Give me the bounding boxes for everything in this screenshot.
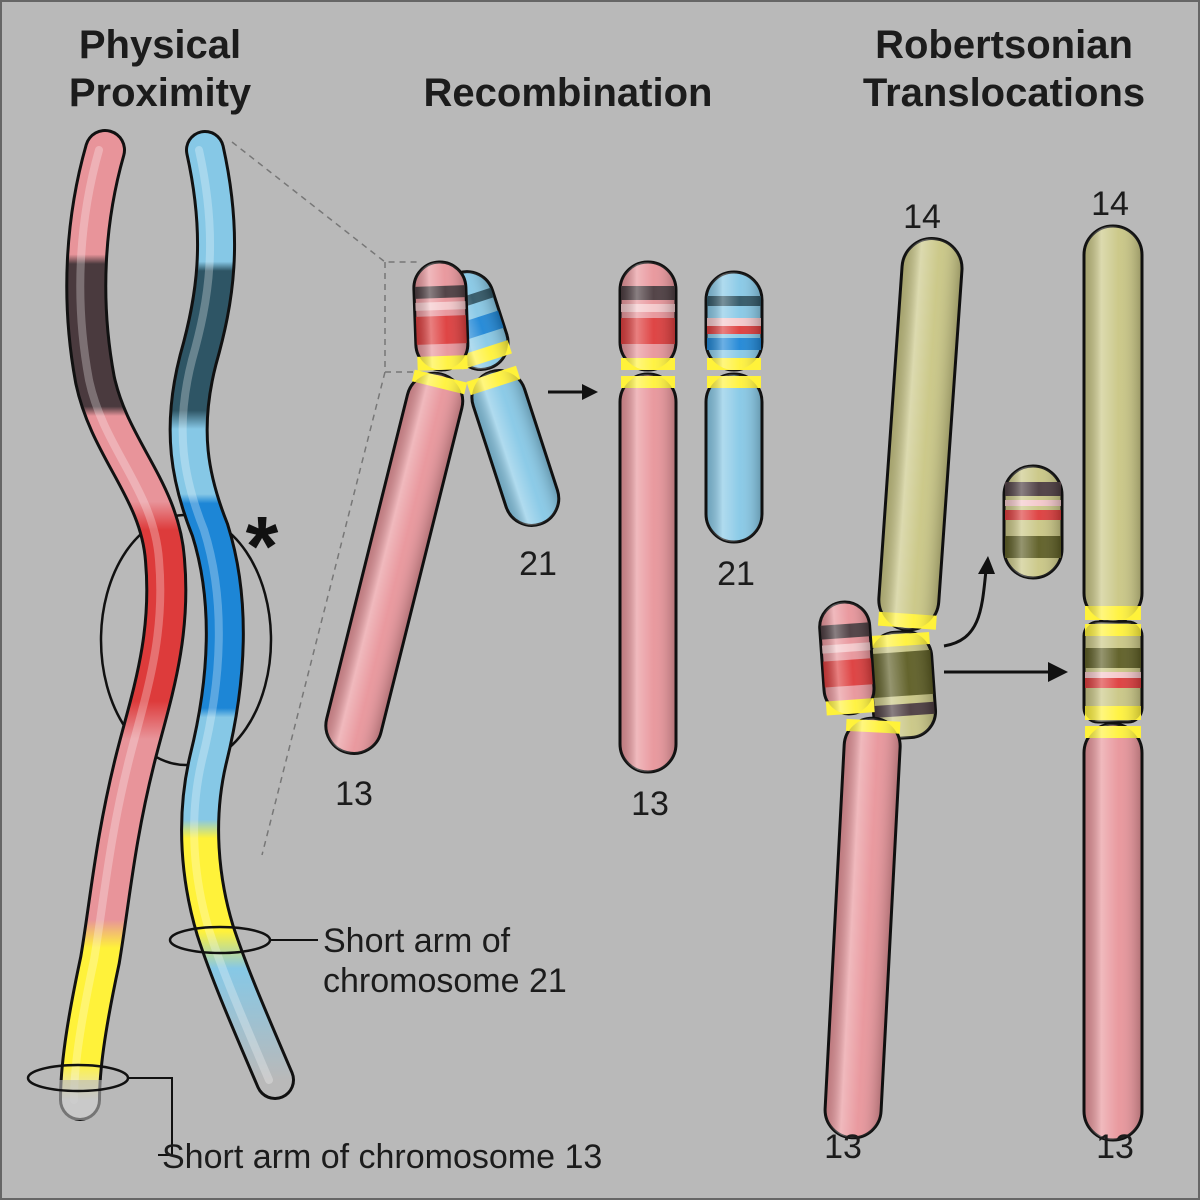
- robertsonian-fused-chromosome: [1082, 224, 1144, 1142]
- chromosome-21-after: [704, 270, 764, 544]
- chromosome-21-strand: [168, 130, 295, 1100]
- callout-leader-chr13: [128, 1077, 173, 1156]
- heading-robertsonian-line2: Translocations: [863, 71, 1145, 115]
- heading-physical-line1: Physical: [79, 23, 241, 67]
- label-chr14-before: 14: [903, 198, 941, 236]
- label-chr21-before: 21: [519, 545, 557, 583]
- chromosome-14-before: [868, 237, 964, 740]
- zoom-guide-lines: [231, 141, 418, 856]
- recombination-arrow: [548, 384, 598, 400]
- callout-chr13: Short arm of chromosome 13: [162, 1138, 602, 1176]
- fusion-arrow: [944, 662, 1068, 682]
- label-chr13-after: 13: [631, 785, 669, 823]
- chromosome-13-strand: [40, 129, 188, 1121]
- asterisk-marker: *: [246, 499, 279, 593]
- callout-chr21-line1: Short arm of: [323, 922, 511, 960]
- lost-short-arm-fragment: [1002, 464, 1064, 580]
- label-chr14-after: 14: [1091, 185, 1129, 223]
- label-chr13-robertsonian-after: 13: [1096, 1128, 1134, 1166]
- chromosome-13-after: [618, 260, 678, 774]
- heading-recombination: Recombination: [424, 71, 713, 115]
- label-chr13-robertsonian-before: 13: [824, 1128, 862, 1166]
- label-chr21-after: 21: [717, 555, 755, 593]
- heading-robertsonian-line1: Robertsonian: [875, 23, 1133, 67]
- chromosome-13-before: [324, 260, 470, 755]
- chromosome-13-robertsonian-before: [818, 600, 902, 1140]
- callout-chr21-line2: chromosome 21: [323, 962, 567, 1000]
- heading-physical-line2: Proximity: [69, 71, 252, 115]
- curved-arrow-to-fragment: [943, 556, 995, 648]
- label-chr13-before: 13: [335, 775, 373, 813]
